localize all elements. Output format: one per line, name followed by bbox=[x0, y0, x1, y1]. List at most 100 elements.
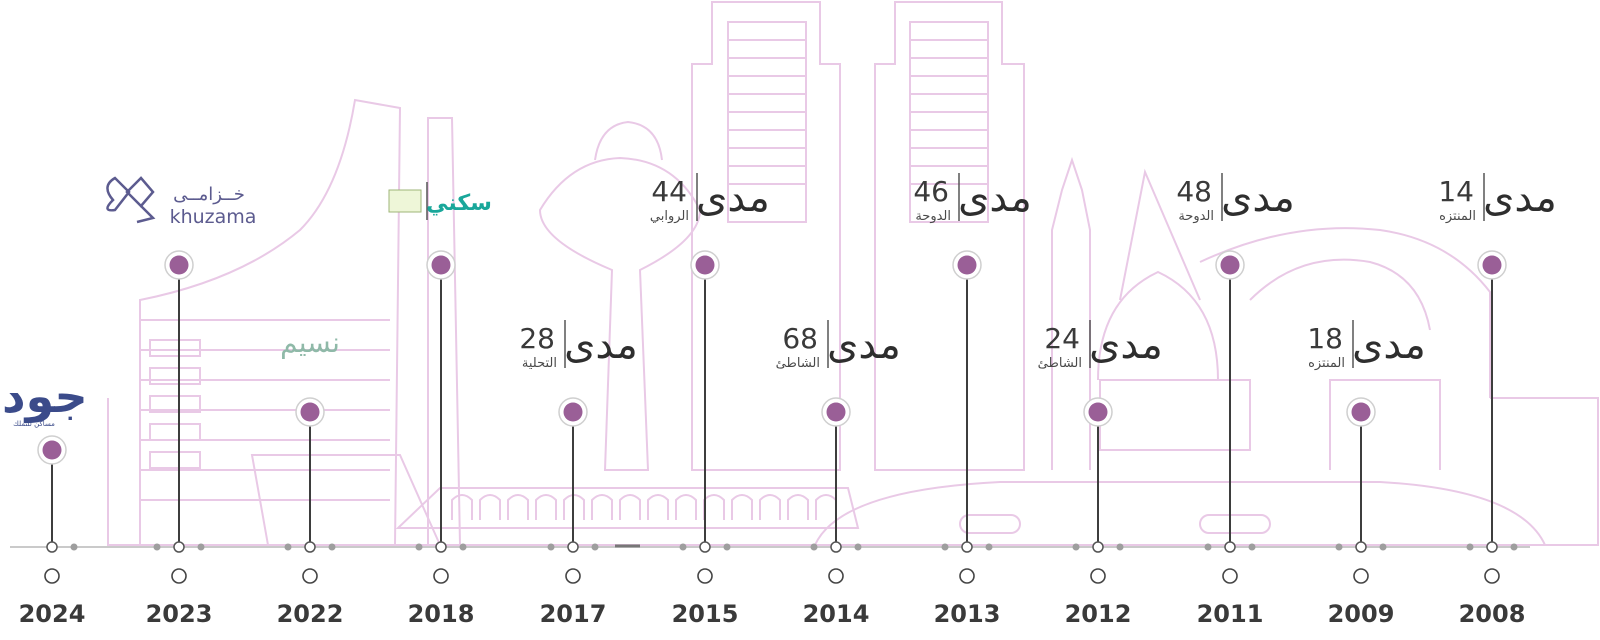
axis-tick-dot bbox=[415, 543, 423, 551]
project-number: 24 bbox=[1044, 322, 1080, 355]
milestone-pin[interactable] bbox=[42, 440, 62, 460]
axis-node bbox=[1224, 541, 1236, 553]
axis-tick-dot bbox=[547, 543, 555, 551]
jood-logo-subtitle: مساكن للتملك bbox=[13, 420, 55, 428]
mada-wordmark: مدى bbox=[1221, 175, 1295, 221]
timeline-axis bbox=[10, 543, 1530, 551]
window-outline bbox=[149, 423, 201, 441]
skyline-base-outline bbox=[107, 397, 1599, 546]
side-building-outline bbox=[1329, 379, 1441, 470]
arcade-outline bbox=[395, 487, 860, 529]
arch-outline bbox=[675, 494, 697, 520]
year-marker[interactable] bbox=[44, 568, 60, 584]
district-name: الروابي bbox=[650, 209, 689, 224]
axis-tick-dot bbox=[1248, 543, 1256, 551]
mada-wordmark: مدى bbox=[1352, 322, 1426, 368]
axis-node bbox=[830, 541, 842, 553]
axis-tick-dot bbox=[284, 543, 292, 551]
tower-b-outline bbox=[874, 1, 1025, 471]
year-marker[interactable] bbox=[1353, 568, 1369, 584]
axis-tick-dot bbox=[1335, 543, 1343, 551]
mada-wordmark: مدى bbox=[827, 322, 901, 368]
arch-outline bbox=[507, 494, 529, 520]
milestone-pin[interactable] bbox=[300, 402, 320, 422]
year-label: 2018 bbox=[408, 600, 475, 628]
tower-b-core bbox=[909, 21, 989, 223]
axis-node bbox=[699, 541, 711, 553]
year-label: 2011 bbox=[1197, 600, 1264, 628]
arch-outline bbox=[731, 494, 753, 520]
sakani-logo: سكني bbox=[426, 191, 492, 216]
axis-node bbox=[1092, 541, 1104, 553]
mada-wordmark: مدى bbox=[564, 322, 638, 368]
axis-tick-dot bbox=[985, 543, 993, 551]
year-label: 2024 bbox=[19, 600, 86, 628]
arch-outline bbox=[591, 494, 613, 520]
mada-wordmark: مدى bbox=[1483, 175, 1557, 221]
tower-curved-outline bbox=[139, 98, 402, 546]
axis-node bbox=[1355, 541, 1367, 553]
milestone-pin[interactable] bbox=[957, 255, 977, 275]
year-marker[interactable] bbox=[828, 568, 844, 584]
milestone-pin[interactable] bbox=[563, 402, 583, 422]
year-marker[interactable] bbox=[1222, 568, 1238, 584]
milestone-pin[interactable] bbox=[431, 255, 451, 275]
axis-node bbox=[173, 541, 185, 553]
year-label: 2015 bbox=[672, 600, 739, 628]
milestone-pin[interactable] bbox=[1220, 255, 1240, 275]
axis-tick-dot bbox=[854, 543, 862, 551]
milestone-pin[interactable] bbox=[826, 402, 846, 422]
district-name: الدوحة bbox=[915, 209, 951, 224]
year-label: 2023 bbox=[146, 600, 213, 628]
water-tower-dome bbox=[594, 120, 663, 161]
khuzama-logo-arabic: خــزامــى bbox=[173, 184, 245, 205]
stadium-outline bbox=[814, 481, 1546, 546]
window-outline bbox=[149, 395, 201, 413]
district-name: المنتزه bbox=[1439, 209, 1476, 224]
project-number: 18 bbox=[1307, 322, 1343, 355]
arch-outline bbox=[647, 494, 669, 520]
year-marker[interactable] bbox=[1090, 568, 1106, 584]
khuzama-flower-icon bbox=[106, 176, 156, 224]
window-outline bbox=[149, 339, 201, 357]
milestone-pin[interactable] bbox=[169, 255, 189, 275]
project-number: 28 bbox=[519, 322, 555, 355]
minaret-outline bbox=[1051, 156, 1091, 470]
milestone-pin[interactable] bbox=[695, 255, 715, 275]
window-outline bbox=[149, 451, 201, 469]
year-marker[interactable] bbox=[171, 568, 187, 584]
mosque-body-outline bbox=[1099, 379, 1251, 451]
year-marker[interactable] bbox=[697, 568, 713, 584]
axis-tick-dot bbox=[1379, 543, 1387, 551]
arch-outline bbox=[451, 494, 473, 520]
year-marker[interactable] bbox=[433, 568, 449, 584]
milestone-pin[interactable] bbox=[1351, 402, 1371, 422]
district-name: الشاطئ bbox=[776, 356, 820, 371]
axis-tick-dot bbox=[941, 543, 949, 551]
axis-node bbox=[567, 541, 579, 553]
axis-node bbox=[304, 541, 316, 553]
year-label: 2008 bbox=[1459, 600, 1526, 628]
milestone-pin[interactable] bbox=[1482, 255, 1502, 275]
milestone-pin[interactable] bbox=[1088, 402, 1108, 422]
year-marker[interactable] bbox=[1484, 568, 1500, 584]
arch-outline bbox=[535, 494, 557, 520]
project-number: 14 bbox=[1438, 175, 1474, 208]
axis-node bbox=[435, 541, 447, 553]
year-marker[interactable] bbox=[302, 568, 318, 584]
year-marker[interactable] bbox=[959, 568, 975, 584]
stadium-window bbox=[1199, 514, 1271, 534]
axis-tick-dot bbox=[70, 543, 78, 551]
year-label: 2017 bbox=[540, 600, 607, 628]
year-marker[interactable] bbox=[565, 568, 581, 584]
tower-a-outline bbox=[691, 1, 841, 471]
arch-outline bbox=[619, 494, 641, 520]
